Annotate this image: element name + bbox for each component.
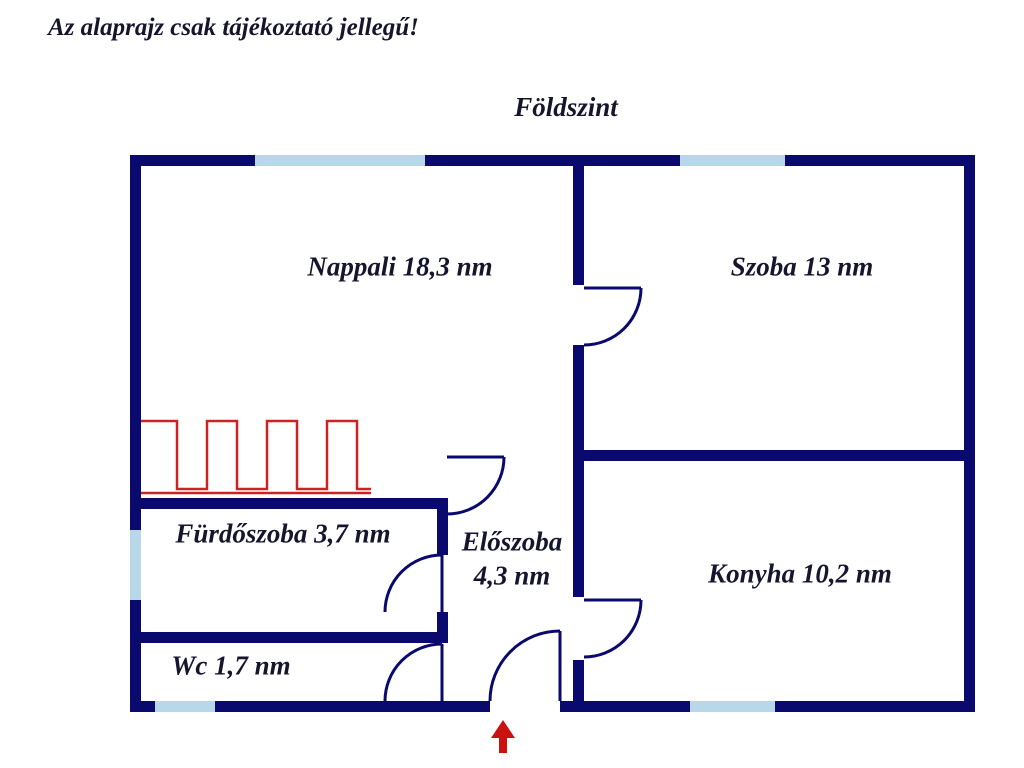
wall-szoba-konyha — [584, 450, 964, 461]
wall-center-vertical — [573, 166, 584, 285]
door-symbols — [383, 286, 643, 702]
window-icon — [680, 155, 785, 166]
wall-eloszoba-left — [437, 498, 448, 555]
window-icon — [255, 155, 425, 166]
radiator-symbol — [141, 419, 371, 495]
disclaimer-text: Az alaprajz csak tájékoztató jellegű! — [48, 14, 419, 41]
wall-furdoszoba-wc — [141, 632, 437, 643]
room-label-eloszoba-area: 4,3 nm — [473, 560, 551, 591]
room-label-wc: Wc 1,7 nm — [171, 650, 291, 681]
wall-furdoszoba-top — [141, 498, 437, 509]
window-icon — [130, 530, 141, 600]
floor-title: Földszint — [514, 92, 618, 122]
wall-bottom-left — [130, 701, 490, 712]
room-label-nappali: Nappali 18,3 nm — [307, 251, 493, 282]
wall-top — [130, 155, 975, 166]
door-arc-konyha — [583, 598, 643, 659]
window-icon — [155, 701, 215, 712]
room-label-furdoszoba: Fürdőszoba 3,7 nm — [175, 518, 391, 549]
room-label-konyha: Konyha 10,2 nm — [708, 558, 892, 589]
door-arc-furdoszoba — [383, 553, 444, 613]
wall-left — [130, 155, 141, 712]
outer-walls — [130, 155, 975, 712]
wall-center-vertical — [573, 345, 584, 597]
window-segments — [130, 155, 785, 712]
wall-right — [964, 155, 975, 712]
wall-center-vertical — [573, 660, 584, 701]
door-arc-eloszoba — [446, 455, 506, 516]
room-label-szoba: Szoba 13 nm — [730, 251, 874, 282]
interior-walls — [141, 166, 964, 701]
door-arc-wc — [383, 642, 444, 702]
entrance-arrow-icon — [491, 720, 515, 753]
window-icon — [690, 701, 775, 712]
door-arc-szoba — [583, 286, 643, 347]
room-label-eloszoba-name: Előszoba — [461, 526, 563, 557]
door-arc-entrance — [488, 629, 562, 702]
wall-eloszoba-left — [437, 612, 448, 643]
